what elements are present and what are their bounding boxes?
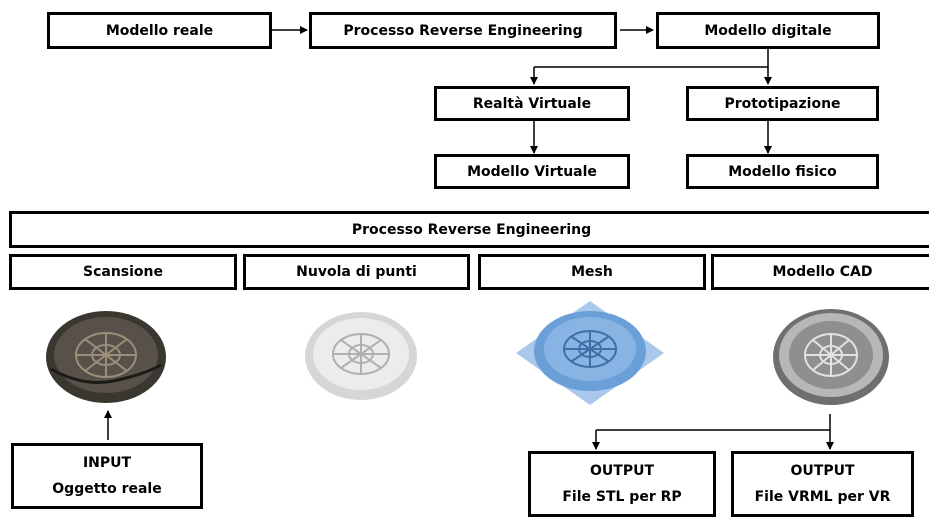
stage-point-cloud: Nuvola di punti [243, 254, 470, 290]
digital-model-box: Modello digitale [656, 12, 880, 49]
input-subtitle: Oggetto reale [52, 481, 162, 497]
output-vrml-title: OUTPUT [790, 463, 855, 479]
point-cloud-rosette-icon [305, 312, 417, 400]
stage-scan: Scansione [9, 254, 237, 290]
scan-rosette-icon [46, 311, 166, 403]
output-stl-subtitle: File STL per RP [562, 489, 682, 505]
input-title: INPUT [82, 455, 132, 471]
output-stl-box: OUTPUT File STL per RP [528, 451, 716, 517]
mesh-rosette-icon [516, 301, 664, 405]
arrow-cad-to-outputs [596, 414, 831, 431]
re-process-box: Processo Reverse Engineering [309, 12, 617, 49]
output-stl-title: OUTPUT [590, 463, 654, 479]
prototyping-box: Prototipazione [686, 86, 879, 121]
physical-model-box: Modello fisico [686, 154, 879, 189]
input-box: INPUT Oggetto reale [11, 443, 203, 509]
stage-mesh: Mesh [478, 254, 706, 290]
real-model-box: Modello reale [47, 12, 272, 49]
virtual-model-box: Modello Virtuale [434, 154, 630, 189]
output-vrml-subtitle: File VRML per VR [754, 489, 891, 505]
process-title-bar: Processo Reverse Engineering [9, 211, 929, 248]
output-vrml-box: OUTPUT File VRML per VR [731, 451, 914, 517]
arrow-digital-to-branches [534, 49, 769, 68]
cad-rosette-icon [773, 309, 889, 405]
stage-cad-model: Modello CAD [711, 254, 929, 290]
virtual-reality-box: Realtà Virtuale [434, 86, 630, 121]
